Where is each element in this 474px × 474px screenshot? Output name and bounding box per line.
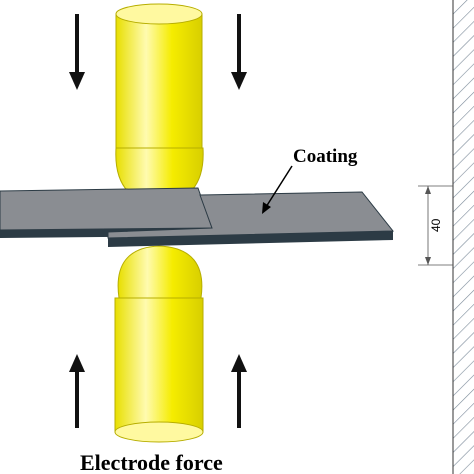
electrode-force-label: Electrode force: [80, 450, 223, 474]
lower-electrode-bottom: [114, 421, 204, 443]
coating-label: Coating: [293, 146, 358, 167]
lower-electrode-tip: [117, 245, 203, 299]
down-arrow-left-icon: [69, 14, 85, 90]
dimension-label: 40: [429, 218, 443, 232]
up-arrow-right-icon: [231, 354, 247, 428]
lower-electrode-body: [114, 297, 204, 433]
dimension-arrow-down-icon: [425, 257, 431, 265]
upper-electrode-top: [115, 3, 203, 25]
hatched-region: [453, 0, 474, 474]
down-arrow-right-icon: [231, 14, 247, 90]
up-arrow-left-icon: [69, 354, 85, 428]
dimension-arrow-up-icon: [425, 186, 431, 194]
upper-electrode: [115, 3, 204, 206]
lower-electrode: [114, 245, 204, 443]
upper-sheet-top: [0, 187, 213, 231]
upper-electrode-body: [115, 13, 203, 149]
lower-sheet: [107, 191, 395, 247]
lower-sheet-edge: [108, 231, 393, 247]
force-arrows: [69, 14, 247, 428]
tech-drawing: 40: [418, 0, 474, 474]
coating-pointer-icon: [262, 165, 293, 214]
